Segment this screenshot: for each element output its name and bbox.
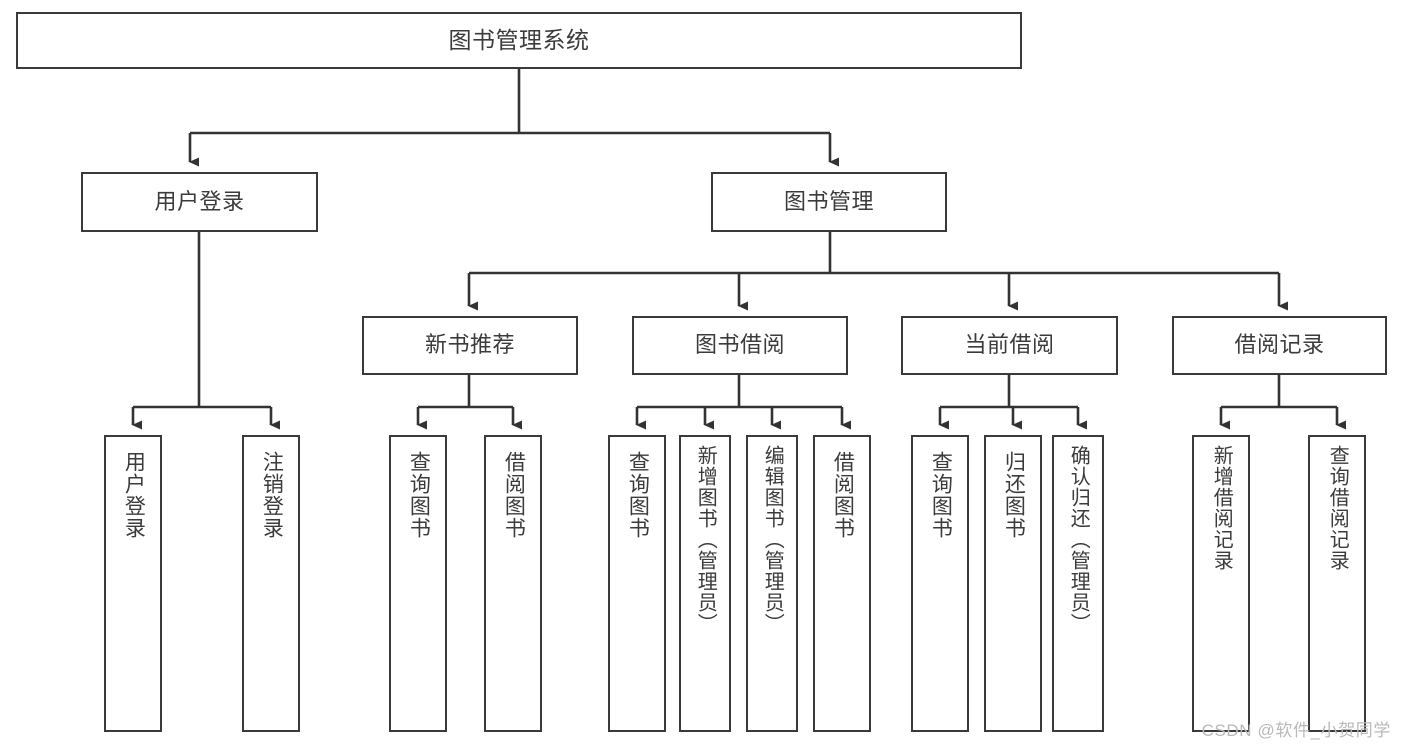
node-leaf-query-book-borrow-label: 查询图书 — [626, 451, 650, 539]
node-leaf-query-book-current[interactable]: 查询图书 — [911, 435, 969, 732]
node-root-system[interactable]: 图书管理系统 — [16, 12, 1022, 69]
node-root-label: 图书管理系统 — [448, 26, 590, 53]
node-leaf-confirm-return-admin[interactable]: 确认归还（管理员） — [1052, 435, 1104, 732]
node-leaf-borrow-book-recommend[interactable]: 借阅图书 — [484, 435, 542, 732]
node-leaf-return-book[interactable]: 归还图书 — [984, 435, 1042, 732]
node-leaf-borrow-book-recommend-label: 借阅图书 — [502, 451, 526, 539]
node-leaf-logout-label: 注销登录 — [260, 451, 284, 539]
node-leaf-borrow-book-label: 借阅图书 — [831, 451, 855, 539]
node-leaf-logout[interactable]: 注销登录 — [242, 435, 300, 732]
node-book-management[interactable]: 图书管理 — [711, 172, 947, 232]
node-book-borrow-label: 图书借阅 — [694, 332, 785, 358]
node-leaf-add-book-admin[interactable]: 新增图书（管理员） — [679, 435, 731, 732]
node-new-book-recommend[interactable]: 新书推荐 — [362, 316, 578, 375]
node-leaf-query-borrow-record-label: 查询借阅记录 — [1326, 445, 1349, 571]
node-leaf-add-borrow-record[interactable]: 新增借阅记录 — [1192, 435, 1250, 732]
watermark-text: CSDN @软件_小贺同学 — [1201, 721, 1391, 740]
node-leaf-edit-book-admin-label: 编辑图书（管理员） — [761, 445, 784, 634]
node-leaf-query-book-borrow[interactable]: 查询图书 — [608, 435, 666, 732]
node-leaf-user-login[interactable]: 用户登录 — [104, 435, 162, 732]
node-current-borrow-label: 当前借阅 — [964, 332, 1055, 358]
node-user-login[interactable]: 用户登录 — [81, 172, 318, 232]
node-new-book-recommend-label: 新书推荐 — [424, 332, 515, 358]
node-leaf-borrow-book[interactable]: 借阅图书 — [813, 435, 871, 732]
node-leaf-add-book-admin-label: 新增图书（管理员） — [694, 445, 717, 634]
node-leaf-confirm-return-admin-label: 确认归还（管理员） — [1067, 445, 1090, 634]
node-current-borrow[interactable]: 当前借阅 — [901, 316, 1118, 375]
node-leaf-query-book-recommend-label: 查询图书 — [407, 451, 431, 539]
node-leaf-query-borrow-record[interactable]: 查询借阅记录 — [1308, 435, 1366, 732]
node-borrow-records-label: 借阅记录 — [1234, 332, 1325, 358]
node-leaf-return-book-label: 归还图书 — [1002, 451, 1026, 539]
node-leaf-query-book-recommend[interactable]: 查询图书 — [389, 435, 447, 732]
node-leaf-query-book-current-label: 查询图书 — [929, 451, 953, 539]
node-borrow-records[interactable]: 借阅记录 — [1172, 316, 1387, 375]
node-book-management-label: 图书管理 — [783, 188, 874, 214]
node-user-login-label: 用户登录 — [154, 188, 245, 214]
node-leaf-user-login-label: 用户登录 — [122, 451, 146, 539]
node-leaf-edit-book-admin[interactable]: 编辑图书（管理员） — [746, 435, 798, 732]
node-book-borrow[interactable]: 图书借阅 — [632, 316, 848, 375]
node-leaf-add-borrow-record-label: 新增借阅记录 — [1210, 445, 1233, 571]
